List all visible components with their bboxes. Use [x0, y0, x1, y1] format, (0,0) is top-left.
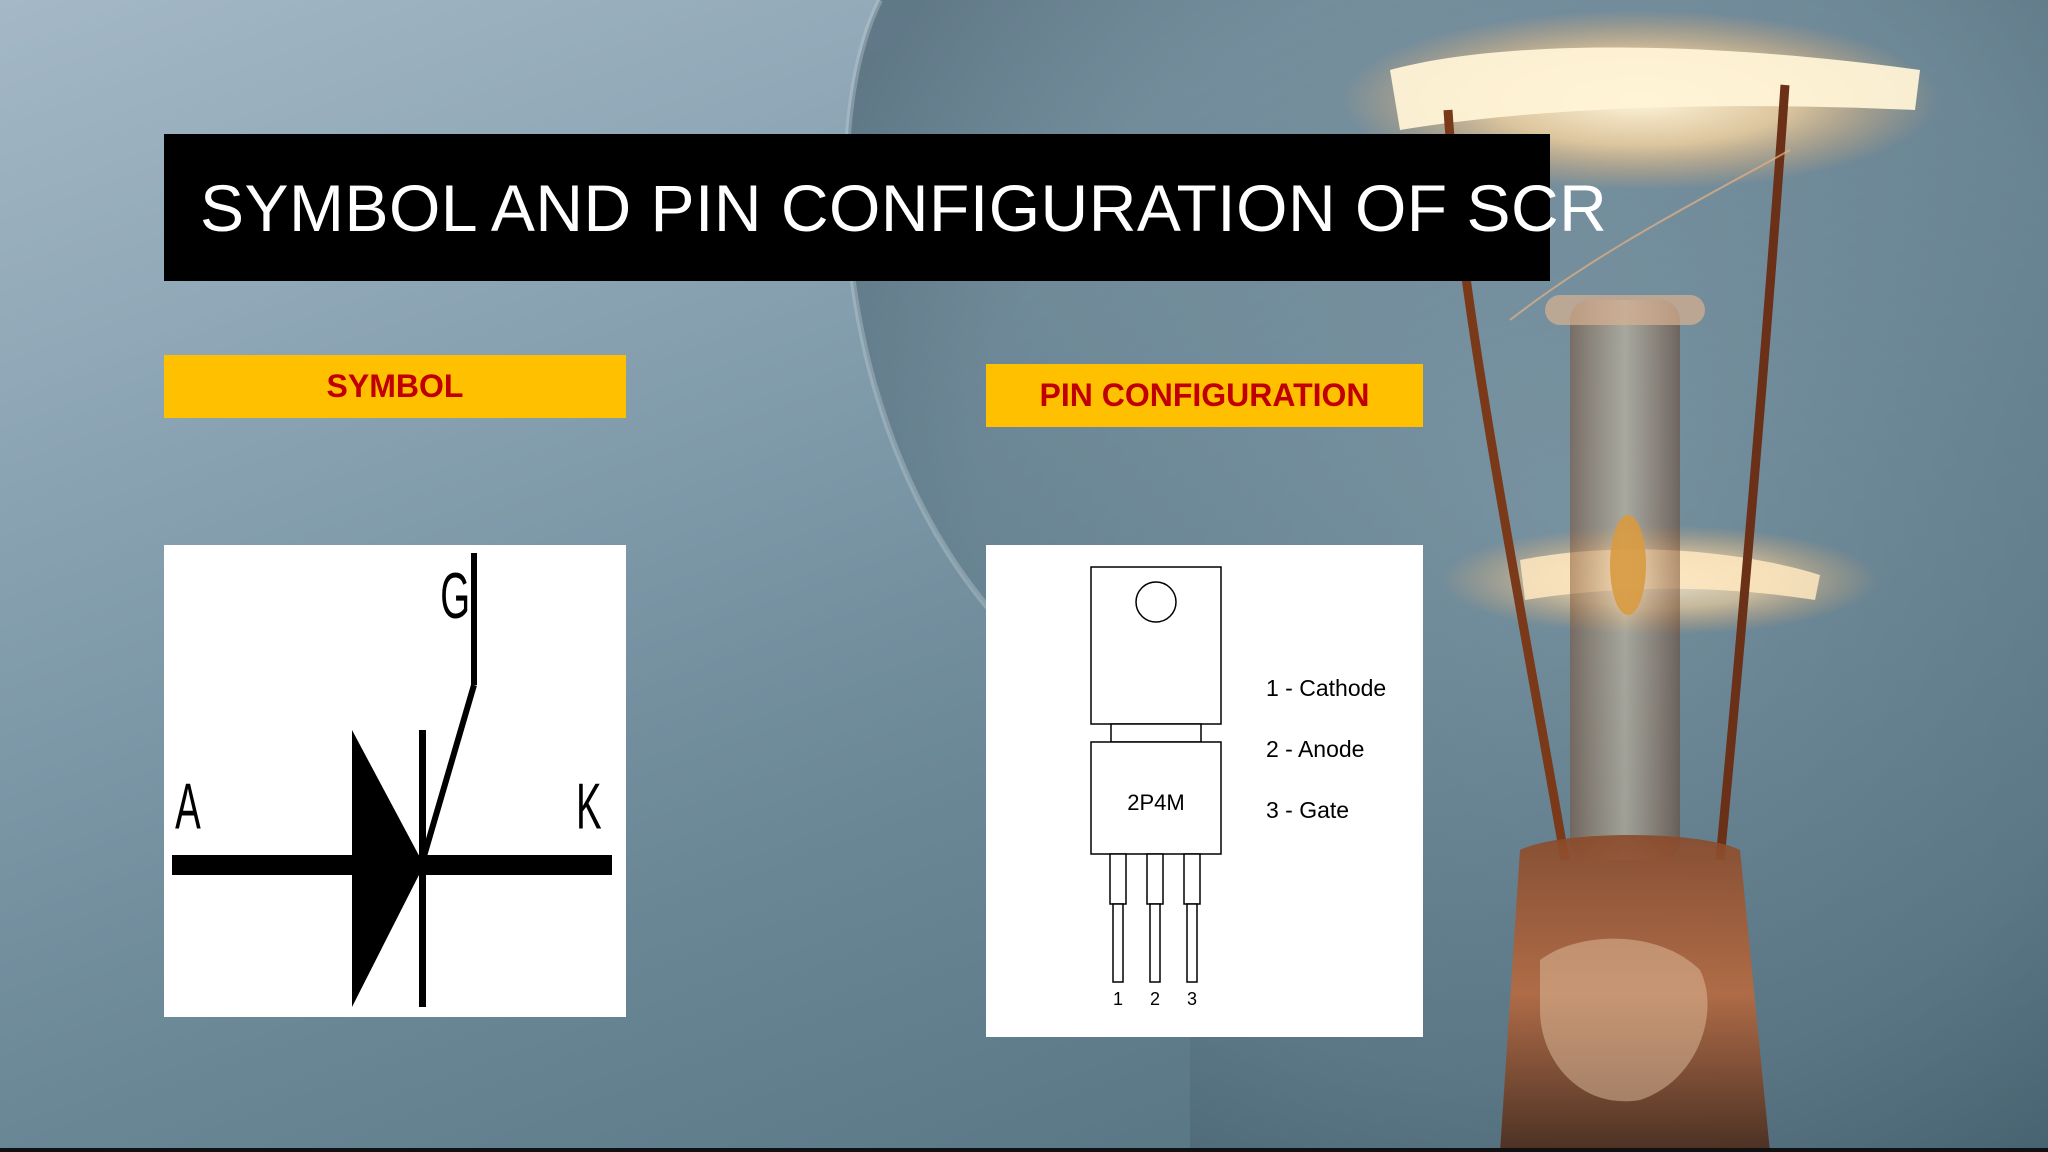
package-tab: [1090, 566, 1222, 725]
title-bar: SYMBOL AND PIN CONFIGURATION OF SCR: [164, 134, 1607, 281]
gate-lead: [419, 684, 477, 864]
cathode-terminal-label: K: [576, 771, 602, 843]
pin-number-2: 2: [1150, 989, 1160, 1009]
pin-configuration-label: PIN CONFIGURATION: [1039, 377, 1370, 413]
slide-title: SYMBOL AND PIN CONFIGURATION OF SCR: [200, 170, 1608, 245]
scr-symbol-diagram: A G K: [164, 545, 626, 1017]
gate-terminal-label: G: [440, 561, 470, 633]
cathode-bar: [419, 730, 426, 1007]
pin-3-lead: [1186, 903, 1198, 983]
pin-number-1: 1: [1113, 989, 1123, 1009]
pin-configuration-diagram: 2P4M 1 2 3 1 - Cathode 2 - Anode 3 - Gat…: [986, 545, 1423, 1037]
mounting-hole: [1135, 581, 1177, 623]
scr-symbol-svg: A G K: [172, 553, 612, 1007]
pin-configuration-svg: 2P4M 1 2 3 1 - Cathode 2 - Anode 3 - Gat…: [1090, 566, 1386, 1009]
pin-legend-cathode: 1 - Cathode: [1266, 675, 1386, 701]
pin-legend-anode: 2 - Anode: [1266, 736, 1364, 762]
pin-3-shoulder: [1183, 853, 1201, 905]
symbol-label: SYMBOL: [326, 368, 464, 404]
package-neck: [1110, 723, 1202, 743]
pin-legend-gate: 3 - Gate: [1266, 797, 1349, 823]
pin-number-3: 3: [1187, 989, 1197, 1009]
package-body: [1090, 741, 1222, 855]
part-number: 2P4M: [1127, 790, 1184, 815]
pin-1-shoulder: [1109, 853, 1127, 905]
anode-lead: [172, 855, 362, 875]
pin-1-lead: [1112, 903, 1124, 983]
diode-triangle: [352, 730, 424, 1007]
pin-configuration-label-box: PIN CONFIGURATION: [986, 364, 1423, 427]
symbol-label-box: SYMBOL: [164, 355, 626, 418]
bottom-border-line: [0, 1148, 2048, 1152]
cathode-lead: [404, 855, 612, 875]
anode-terminal-label: A: [175, 771, 201, 843]
pin-2-shoulder: [1146, 853, 1164, 905]
pin-2-lead: [1149, 903, 1161, 983]
